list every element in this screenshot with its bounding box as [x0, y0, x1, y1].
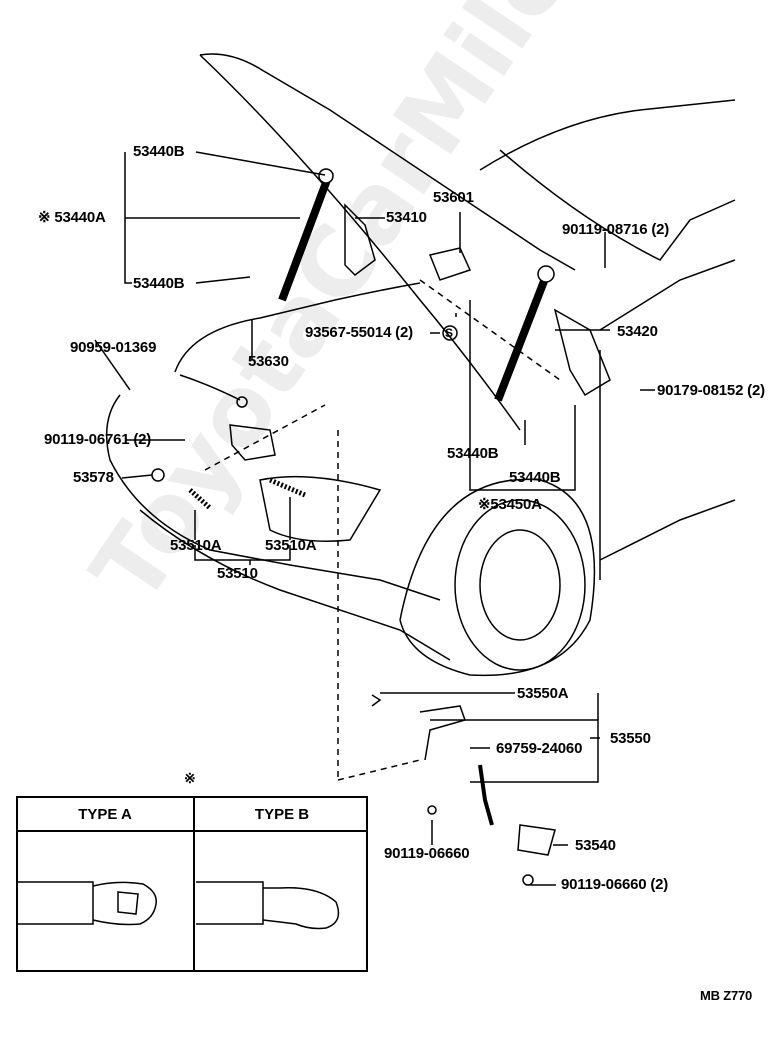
- hinge-right: [553, 308, 611, 397]
- wheel-hub: [479, 529, 561, 641]
- hood-front-edge: [199, 54, 521, 431]
- callout-53440b-top: 53440B: [133, 143, 185, 160]
- callout-90119-06660: 90119-06660: [384, 845, 470, 862]
- type-illustrations: [18, 881, 340, 930]
- strut-end-left: [318, 168, 334, 184]
- callout-53510a-left: 53510A: [170, 537, 222, 554]
- type-b-title: TYPE B: [254, 806, 310, 823]
- callout-53630: 53630: [248, 353, 289, 370]
- strut-end-right: [537, 265, 555, 283]
- callout-53510a-right: 53510A: [265, 537, 317, 554]
- body-top-line: [479, 99, 736, 171]
- type-legend: TYPE A TYPE B: [16, 796, 368, 972]
- callout-69759-24060: 69759-24060: [496, 740, 583, 757]
- callout-53440a: ※ 53440A: [38, 209, 106, 226]
- hood-outline: [199, 53, 576, 271]
- bracket-53440: [124, 152, 132, 284]
- hood-lock: [229, 424, 276, 461]
- windshield-line: [499, 149, 736, 261]
- callout-90119-06761: 90119-06761 (2): [44, 431, 152, 448]
- callout-53550: 53550: [610, 730, 651, 747]
- callout-90119-06660-2: 90119-06660 (2): [561, 876, 669, 893]
- release-cable: [174, 282, 421, 373]
- callout-53410: 53410: [386, 209, 427, 226]
- fender-line: [105, 394, 441, 601]
- callout-53450a: ※53450A: [478, 496, 542, 513]
- callout-53578: 53578: [73, 469, 114, 486]
- hinge-left: [344, 203, 376, 276]
- callout-90959-01369: 90959-01369: [70, 339, 157, 356]
- fender-arch: [399, 478, 596, 677]
- cable-end: [179, 374, 241, 401]
- legend-column-divider: [193, 798, 195, 970]
- callout-53510: 53510: [217, 565, 258, 582]
- asterisk-mark: ※: [184, 770, 196, 786]
- callout-53540: 53540: [575, 837, 616, 854]
- callout-90179-08152: 90179-08152 (2): [657, 382, 765, 399]
- callout-53440b-mid: 53440B: [133, 275, 185, 292]
- rocker: [599, 499, 736, 561]
- callout-90119-08716: 90119-08716 (2): [562, 221, 670, 238]
- type-a-title: TYPE A: [78, 806, 132, 823]
- bumper-lower: [139, 509, 451, 661]
- s-circle: [442, 325, 458, 341]
- legend-header-divider: [18, 830, 366, 832]
- callout-53550a: 53550A: [517, 685, 569, 702]
- diagram-code: MB Z770: [700, 988, 753, 1003]
- callout-53440b-right2: 53440B: [509, 469, 561, 486]
- gas-strut-left: [278, 170, 334, 302]
- callout-53601: 53601: [433, 189, 474, 206]
- support-rod: [419, 705, 466, 761]
- s-mark: S: [445, 326, 453, 340]
- callout-53440b-right1: 53440B: [447, 445, 499, 462]
- callout-53420: 53420: [617, 323, 658, 340]
- wheel: [454, 499, 586, 671]
- callout-93567-55014: 93567-55014 (2): [305, 324, 413, 341]
- gas-strut-right: [494, 274, 550, 402]
- headlight: [259, 475, 382, 542]
- body-side: [599, 259, 736, 331]
- lock-assembly: [428, 247, 472, 281]
- support-holder: [517, 824, 556, 856]
